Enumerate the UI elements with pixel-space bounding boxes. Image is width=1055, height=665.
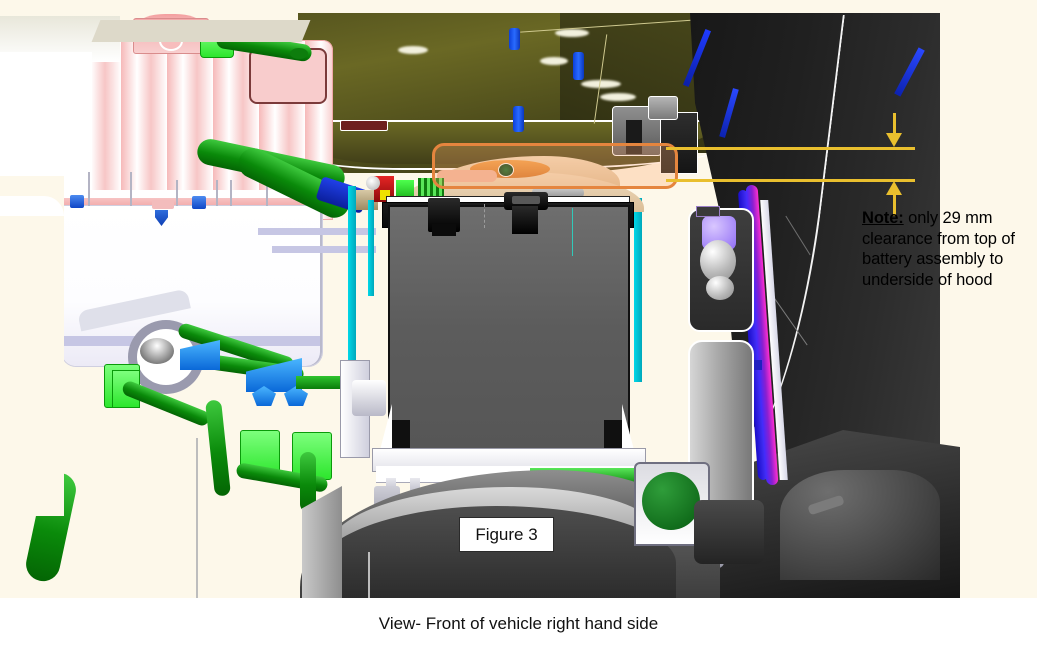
fastener-clip-icon <box>192 196 206 209</box>
cover-stud-icon <box>498 163 514 177</box>
hood-highlight <box>398 46 428 54</box>
figure-label-text: Figure 3 <box>475 524 538 544</box>
strut-label-decal <box>696 206 720 217</box>
dimension-arrow-stem-top <box>893 113 896 137</box>
dimension-arrow-down-icon <box>886 133 902 147</box>
note-body: only 29 mm clearance from top of battery… <box>862 209 1015 289</box>
bracket-rib <box>266 180 268 206</box>
cad-illustration: Note: only 29 mm clearance from top of b… <box>0 0 1037 598</box>
strut-cylinder <box>706 276 734 300</box>
hood-highlight <box>540 57 568 65</box>
bracket-rib <box>130 172 132 206</box>
cyan-rail <box>368 200 374 296</box>
battery-axis-line <box>572 208 573 256</box>
dimension-arrow-up-icon <box>886 181 902 195</box>
battery-foot <box>388 420 410 448</box>
clearance-highlight-box <box>432 143 678 189</box>
lavender-bracket <box>258 228 376 235</box>
hood-clip-icon <box>513 106 524 132</box>
hood-clip-icon <box>573 52 584 80</box>
engine-cover-highlight <box>437 170 497 182</box>
dimension-arrow-stem-bottom <box>893 190 896 216</box>
hood-highlight <box>600 93 636 101</box>
bracket-plate <box>352 380 386 416</box>
dimension-line-top <box>666 147 915 150</box>
background-fill <box>0 176 64 516</box>
cyan-rail <box>348 186 356 398</box>
battery-hidden-line <box>484 204 486 228</box>
battery-terminal-base <box>432 224 456 236</box>
bracket-rib <box>88 172 90 206</box>
harness-branch <box>205 399 231 497</box>
cowl-shadow <box>91 20 311 42</box>
harness-branch <box>296 376 346 389</box>
bracket-rib <box>216 180 218 206</box>
vertical-reference-line <box>368 552 370 598</box>
hood-clip-icon <box>509 28 520 50</box>
grommet-bore <box>140 338 174 364</box>
clearance-note: Note: only 29 mm clearance from top of b… <box>862 208 1037 290</box>
lower-dark-block <box>694 500 764 564</box>
battery-terminal-cap <box>512 196 540 204</box>
note-prefix: Note: <box>862 209 904 227</box>
harness-branch <box>300 452 316 512</box>
cowl-tail <box>0 196 64 216</box>
bracket-rib <box>230 180 232 206</box>
harness-star-clip-icon <box>252 386 276 406</box>
hose-end <box>290 48 308 59</box>
dimension-line-bottom <box>666 179 915 182</box>
mount-block <box>648 96 678 120</box>
bumper-beam <box>780 470 940 580</box>
fastener-clip-icon <box>70 195 84 208</box>
vertical-reference-line <box>196 438 198 598</box>
harness-star-clip-icon <box>284 386 308 406</box>
figure-label-box: Figure 3 <box>459 517 554 552</box>
battery-terminal-stem <box>512 206 538 234</box>
lavender-bracket <box>272 246 376 253</box>
reservoir-label-decal <box>340 120 388 131</box>
cyan-rail <box>634 198 642 382</box>
yellow-marker <box>380 190 390 200</box>
battery-assembly <box>388 205 630 452</box>
figure-caption: View- Front of vehicle right hand side <box>378 614 659 633</box>
battery-foot <box>604 420 626 448</box>
bracket-rib <box>176 180 178 206</box>
hood-highlight <box>581 80 621 88</box>
hood-highlight <box>555 29 589 37</box>
white-knob-icon <box>366 176 380 190</box>
harness-clip-icon <box>750 360 762 370</box>
strut-cylinder <box>700 240 736 282</box>
coolant-bottle <box>642 472 700 530</box>
bolt-seat <box>152 200 174 209</box>
